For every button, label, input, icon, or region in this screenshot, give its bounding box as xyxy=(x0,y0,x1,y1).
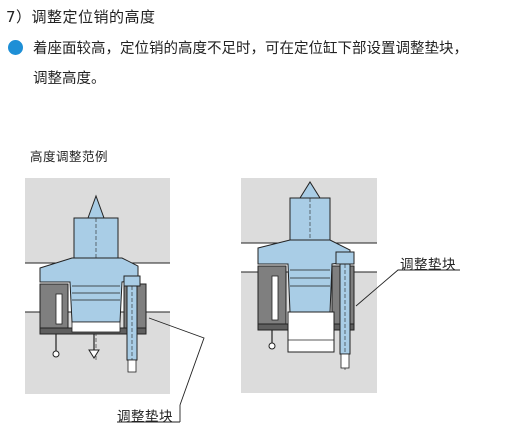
left-bolt xyxy=(123,275,141,287)
callout-bottom-adjustment-pad: 调整垫块 xyxy=(117,409,173,425)
bullet-item: 着座面较高，定位销的高度不足时，可在定位缸下部设置调整垫块， xyxy=(8,37,468,58)
left-example xyxy=(25,178,205,423)
left-cylinder-left xyxy=(39,283,69,329)
bullet-text: 着座面较高，定位销的高度不足时，可在定位缸下部设置调整垫块， xyxy=(33,41,468,57)
left-clamp-body xyxy=(39,257,139,323)
bullet-text-continuation: 调整高度。 xyxy=(33,71,106,87)
section-heading: 7）调整定位销的高度 xyxy=(6,8,156,26)
figure-caption: 高度调整范例 xyxy=(30,149,109,164)
callout-right-adjustment-pad: 调整垫块 xyxy=(400,257,456,273)
right-clamp-body xyxy=(257,239,351,313)
bullet-dot-icon xyxy=(8,40,23,55)
right-leader-line xyxy=(355,269,460,307)
right-bolt xyxy=(335,251,355,265)
right-example xyxy=(241,178,460,393)
left-leader-line xyxy=(148,317,205,406)
